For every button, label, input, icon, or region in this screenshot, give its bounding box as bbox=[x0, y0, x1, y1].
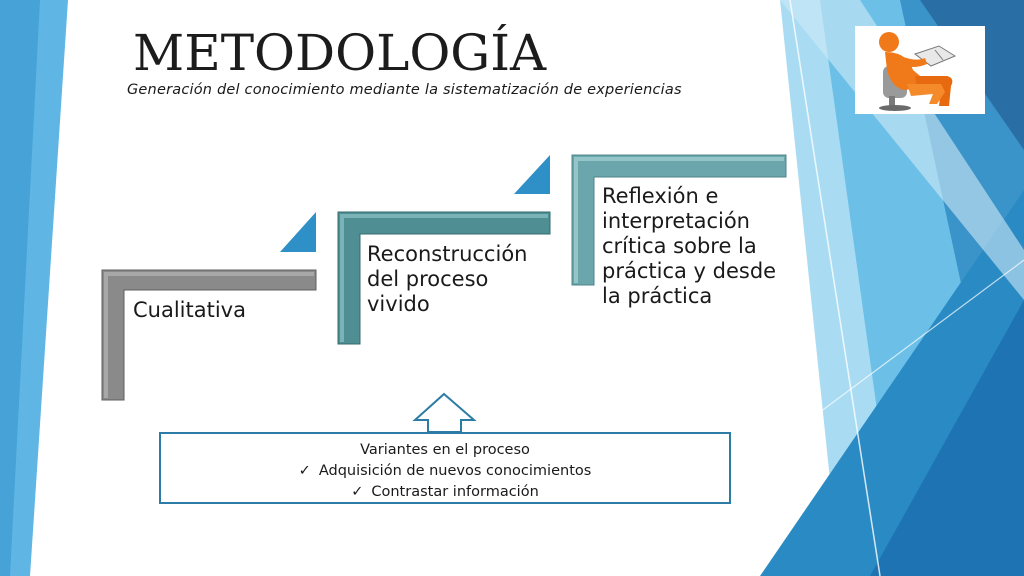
step-label-reconstruccion: Reconstrucción del proceso vivido bbox=[367, 242, 528, 316]
step1-bracket bbox=[101, 269, 317, 401]
variants-heading: Variantes en el proceso bbox=[360, 442, 530, 458]
variant-item-label: Adquisición de nuevos conocimientos bbox=[318, 463, 592, 479]
variant-item: ✓ Adquisición de nuevos conocimientos bbox=[161, 461, 729, 482]
variants-box: Variantes en el proceso ✓ Adquisición de … bbox=[159, 432, 731, 504]
step2-bracket bbox=[337, 211, 551, 345]
up-arrow-icon bbox=[412, 392, 477, 433]
step-label-reflexion: Reflexión e interpretación crítica sobre… bbox=[602, 184, 777, 308]
variant-item-label: Contrastar información bbox=[371, 484, 539, 500]
slide-title: METODOLOGÍA bbox=[133, 24, 547, 82]
check-icon: ✓ bbox=[298, 463, 311, 479]
step1-arrow-tip bbox=[280, 212, 316, 252]
check-icon: ✓ bbox=[351, 484, 364, 500]
logo bbox=[855, 26, 985, 114]
step2-arrow-tip bbox=[514, 155, 550, 194]
variant-item: ✓ Contrastar información bbox=[161, 482, 729, 503]
step-label-cualitativa: Cualitativa bbox=[133, 298, 246, 322]
step3-bracket bbox=[571, 154, 787, 286]
person-reading-book-icon bbox=[879, 32, 957, 111]
slide-subtitle: Generación del conocimiento mediante la … bbox=[127, 82, 682, 98]
